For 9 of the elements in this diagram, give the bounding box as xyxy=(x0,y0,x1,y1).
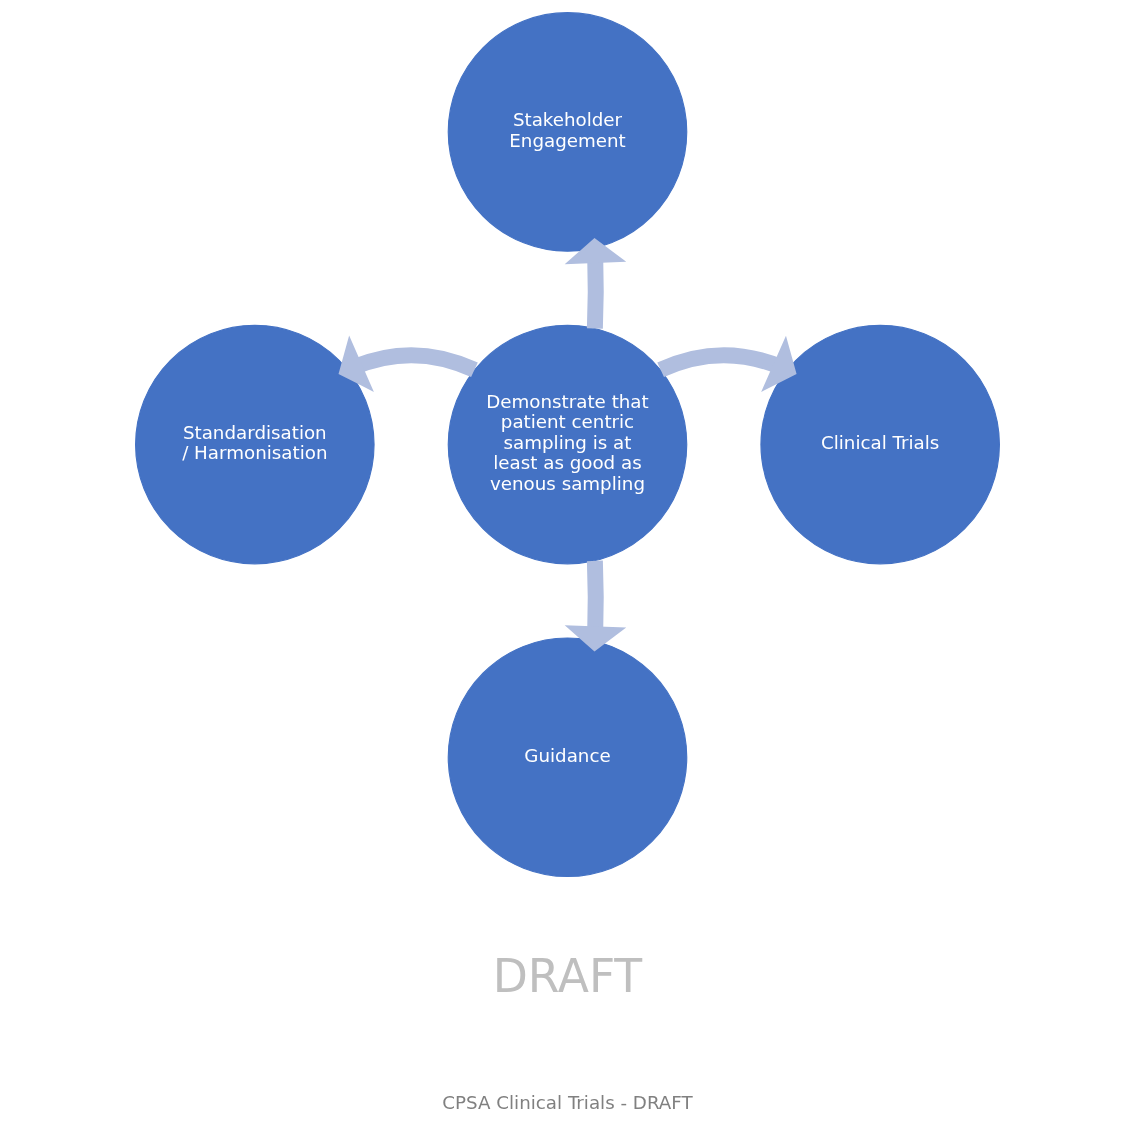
arrow xyxy=(564,560,627,652)
node-circle: Stakeholder Engagement xyxy=(447,12,688,252)
arrow xyxy=(564,237,627,329)
arrow xyxy=(657,335,797,393)
arrow xyxy=(338,335,478,392)
node-circle: Demonstrate that patient centric sampling is at least as good as venous sampling xyxy=(447,324,688,565)
label: CPSA Clinical Trials - DRAFT xyxy=(442,1092,693,1114)
label: DRAFT xyxy=(492,949,643,1003)
node-circle: Guidance xyxy=(447,637,688,878)
